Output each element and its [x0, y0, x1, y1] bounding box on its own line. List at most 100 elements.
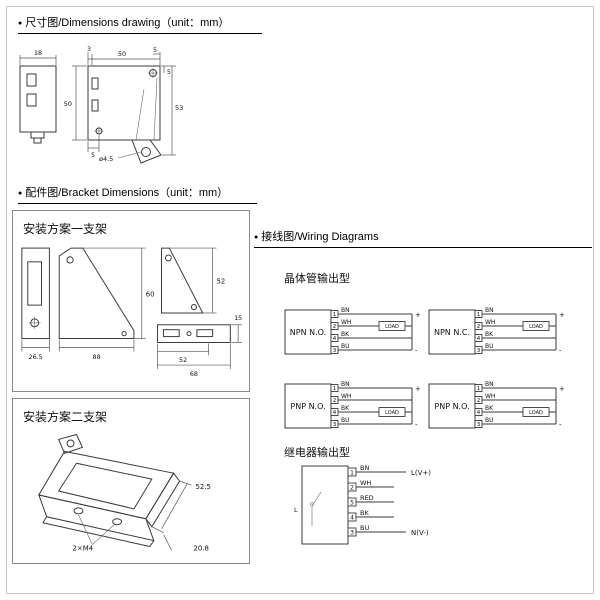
svg-text:WH: WH [341, 319, 351, 326]
sensor-box: NPN N.C. [428, 309, 476, 355]
section-header-bracket: ● 配件图/Bracket Dimensions（unit：mm） [18, 184, 257, 204]
dim-top-right: 5 [153, 47, 157, 54]
dim-base-height: 15 [234, 314, 242, 322]
page-border [6, 6, 594, 594]
dim-lens-diameter: ø4.5 [99, 155, 113, 163]
bracket2-dimensions: 52.5 20.8 2×M4 [73, 480, 211, 552]
load-box: LOAD [385, 410, 399, 416]
sensor-box: PNP N.O. [428, 383, 476, 429]
section-title-wiring: 接线图/Wiring Diagrams [261, 231, 379, 243]
section-header-dimensions: ● 尺寸图/Dimensions drawing（unit：mm） [18, 14, 262, 34]
svg-text:BU: BU [341, 343, 350, 350]
dim-top-offset: 3 [87, 46, 91, 53]
bracket-plan2-drawing: 52.5 20.8 2×M4 [38, 433, 211, 552]
svg-text:BN: BN [485, 307, 494, 314]
wiring-diagram-pnp-no-2: PNP N.O. + - 1 BN 2 WH 4 BK LOAD 3 [428, 381, 565, 429]
svg-text:RED: RED [360, 494, 374, 502]
dim-right-height: 53 [175, 104, 183, 112]
bullet-icon: ● [18, 190, 23, 197]
dim-base-inner: 52 [179, 356, 187, 364]
transistor-output-title: 晶体管输出型 [284, 273, 350, 285]
bullet-icon: ● [254, 234, 259, 241]
svg-text:4: 4 [333, 410, 337, 416]
bracket-plan1-title: 安装方案一支架 [23, 222, 108, 236]
svg-text:BK: BK [485, 405, 494, 412]
plus-terminal: + [559, 311, 565, 319]
dim-length: 52.5 [195, 483, 210, 491]
minus-terminal: - [415, 421, 418, 429]
sensor-label: PNP N.O. [434, 402, 469, 411]
sensor-label: PNP N.O. [290, 402, 325, 411]
wire-bn: 1 BN L(V+) [347, 464, 431, 477]
svg-text:4: 4 [477, 336, 481, 342]
svg-text:WH: WH [360, 479, 371, 487]
svg-text:BU: BU [485, 417, 494, 424]
svg-text:1: 1 [333, 386, 337, 392]
bracket1-small-triangle: 52 [160, 247, 226, 314]
section-title-dimensions: 尺寸图/Dimensions drawing（unit：mm） [25, 17, 230, 29]
wire-bu: 3 BU [474, 343, 556, 354]
minus-terminal: - [559, 421, 562, 429]
wire-wh: 2 WH [347, 479, 394, 492]
wiring-diagram-pnp-no-1: PNP N.O. + - 1 BN 2 WH 4 BK LOAD 3 [284, 381, 421, 429]
wire-bk: 4 BK [330, 331, 412, 342]
svg-text:3: 3 [350, 529, 354, 536]
svg-text:2: 2 [477, 398, 481, 404]
dimensions-drawing: 18 3 50 5 5 [19, 46, 183, 164]
wire-wh: 2 WH [330, 393, 412, 404]
svg-text:2: 2 [333, 398, 337, 404]
dim-left-height: 50 [64, 100, 72, 108]
svg-text:3: 3 [333, 348, 337, 354]
sensor-box: NPN N.O. [284, 309, 332, 355]
bracket-plan2-panel: 安装方案二支架 52.5 20.8 [12, 398, 250, 564]
wire-wh: 2 WH LOAD [474, 319, 556, 331]
svg-text:BK: BK [341, 331, 350, 338]
plus-terminal: + [415, 311, 421, 319]
svg-text:BN: BN [341, 307, 350, 314]
svg-text:BU: BU [485, 343, 494, 350]
svg-text:BK: BK [341, 405, 350, 412]
wire-bu: 3 BU N(V-) [347, 524, 429, 537]
svg-text:BU: BU [341, 417, 350, 424]
wire-bn: 1 BN [474, 381, 556, 392]
wire-bn: 1 BN [330, 381, 412, 392]
wire-bk: 4 BK [347, 509, 394, 522]
wire-bn: 1 BN [474, 307, 556, 318]
svg-text:1: 1 [477, 312, 481, 318]
minus-terminal: - [415, 347, 418, 355]
load-box: LOAD [529, 410, 543, 416]
minus-terminal: - [559, 347, 562, 355]
sensor-box: PNP N.O. [284, 383, 332, 429]
wiring-diagram-npn-nc: NPN N.C. + - 1 BN 2 WH LOAD 4 BK 3 [428, 307, 565, 355]
section-title-bracket: 配件图/Bracket Dimensions（unit：mm） [25, 187, 229, 199]
dim-triangle-height: 52 [217, 277, 226, 285]
svg-text:BN: BN [485, 381, 494, 388]
dim-gusset-width: 88 [93, 353, 101, 361]
dim-front-width: 18 [34, 49, 42, 57]
side-view: 3 50 5 5 50 53 5 ø4.5 [64, 46, 183, 164]
bracket1-gusset: 88 60 [58, 247, 154, 361]
sensor-label: NPN N.C. [434, 328, 470, 337]
svg-text:WH: WH [341, 393, 351, 400]
svg-text:WH: WH [485, 319, 495, 326]
svg-text:WH: WH [485, 393, 495, 400]
svg-text:1: 1 [477, 386, 481, 392]
wire-wh: 2 WH LOAD [330, 319, 412, 331]
svg-text:3: 3 [477, 422, 481, 428]
dim-plate-width: 26.5 [29, 353, 43, 361]
svg-text:BK: BK [485, 331, 494, 338]
bracket-plan1-panel: 安装方案一支架 26.5 88 [12, 210, 250, 392]
dim-bottom-offset: 5 [91, 152, 95, 159]
wire-bk: 4 BK LOAD [474, 405, 556, 417]
svg-text:3: 3 [333, 422, 337, 428]
svg-text:1: 1 [333, 312, 337, 318]
label-holes: 2×M4 [73, 544, 94, 552]
svg-text:2: 2 [350, 484, 354, 491]
wire-bn: 1 BN [330, 307, 412, 318]
bullet-icon: ● [18, 20, 23, 27]
wire-bk: 4 BK LOAD [330, 405, 412, 417]
wire-bu: 3 BU [474, 417, 556, 428]
svg-text:BN: BN [341, 381, 350, 388]
relay-box: L [294, 465, 349, 545]
relay-output-title: 继电器输出型 [284, 447, 350, 459]
